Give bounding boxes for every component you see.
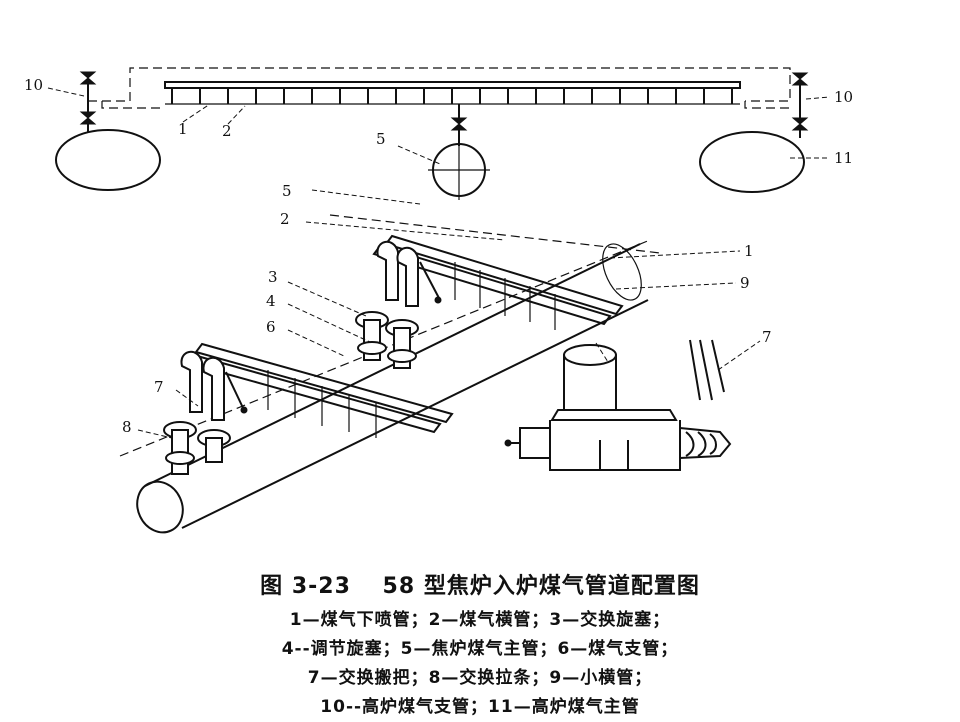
label-top-5: 5: [376, 130, 386, 148]
label-iso-3: 3: [268, 268, 278, 286]
label-iso-2: 2: [280, 210, 290, 228]
label-iso-9: 9: [740, 274, 750, 292]
right-blast-furnace-branch: [699, 72, 809, 193]
label-top-10-right: 10: [834, 88, 853, 106]
label-iso-4: 4: [266, 292, 276, 310]
left-blast-furnace-branch: [55, 71, 161, 191]
figure-caption: 图 3-23 58 型焦炉入炉煤气管道配置图 1—煤气下喷管；2—煤气横管；3—…: [0, 562, 960, 722]
caption-title: 图 3-23 58 型焦炉入炉煤气管道配置图: [260, 574, 700, 599]
lower-valve-assembly: [163, 351, 248, 475]
caption-line: 4--调节旋塞；5—焦炉煤气主管；6—煤气支管；: [281, 639, 679, 659]
label-iso-7-left: 7: [154, 378, 164, 396]
top-schematic: 10 1 2 5 10 11: [24, 67, 853, 200]
label-top-11: 11: [834, 149, 853, 167]
caption-line: 1—煤气下喷管；2—煤气横管；3—交换旋塞；: [289, 610, 671, 630]
label-top-2: 2: [222, 122, 232, 140]
caption-line: 10--高炉煤气支管；11—高炉煤气主管: [320, 697, 640, 717]
label-iso-8: 8: [122, 418, 132, 436]
label-top-1: 1: [178, 120, 188, 138]
upper-valve-assembly: [355, 241, 442, 369]
label-iso-1: 1: [744, 242, 754, 260]
cross-pipe: [164, 81, 741, 105]
center-coke-oven-main: [428, 104, 490, 200]
exchange-valve-detail: [504, 339, 732, 471]
label-iso-5: 5: [282, 182, 292, 200]
isometric-view: 5 2 1 9 3 4 6 7 7 8: [119, 182, 772, 534]
caption-line: 7—交换搬把；8—交换拉条；9—小横管；: [307, 668, 653, 688]
label-iso-6: 6: [266, 318, 276, 336]
pipeline-diagram: 10 1 2 5 10 11: [24, 67, 853, 534]
label-top-10-left: 10: [24, 76, 43, 94]
label-iso-7-right: 7: [762, 328, 772, 346]
